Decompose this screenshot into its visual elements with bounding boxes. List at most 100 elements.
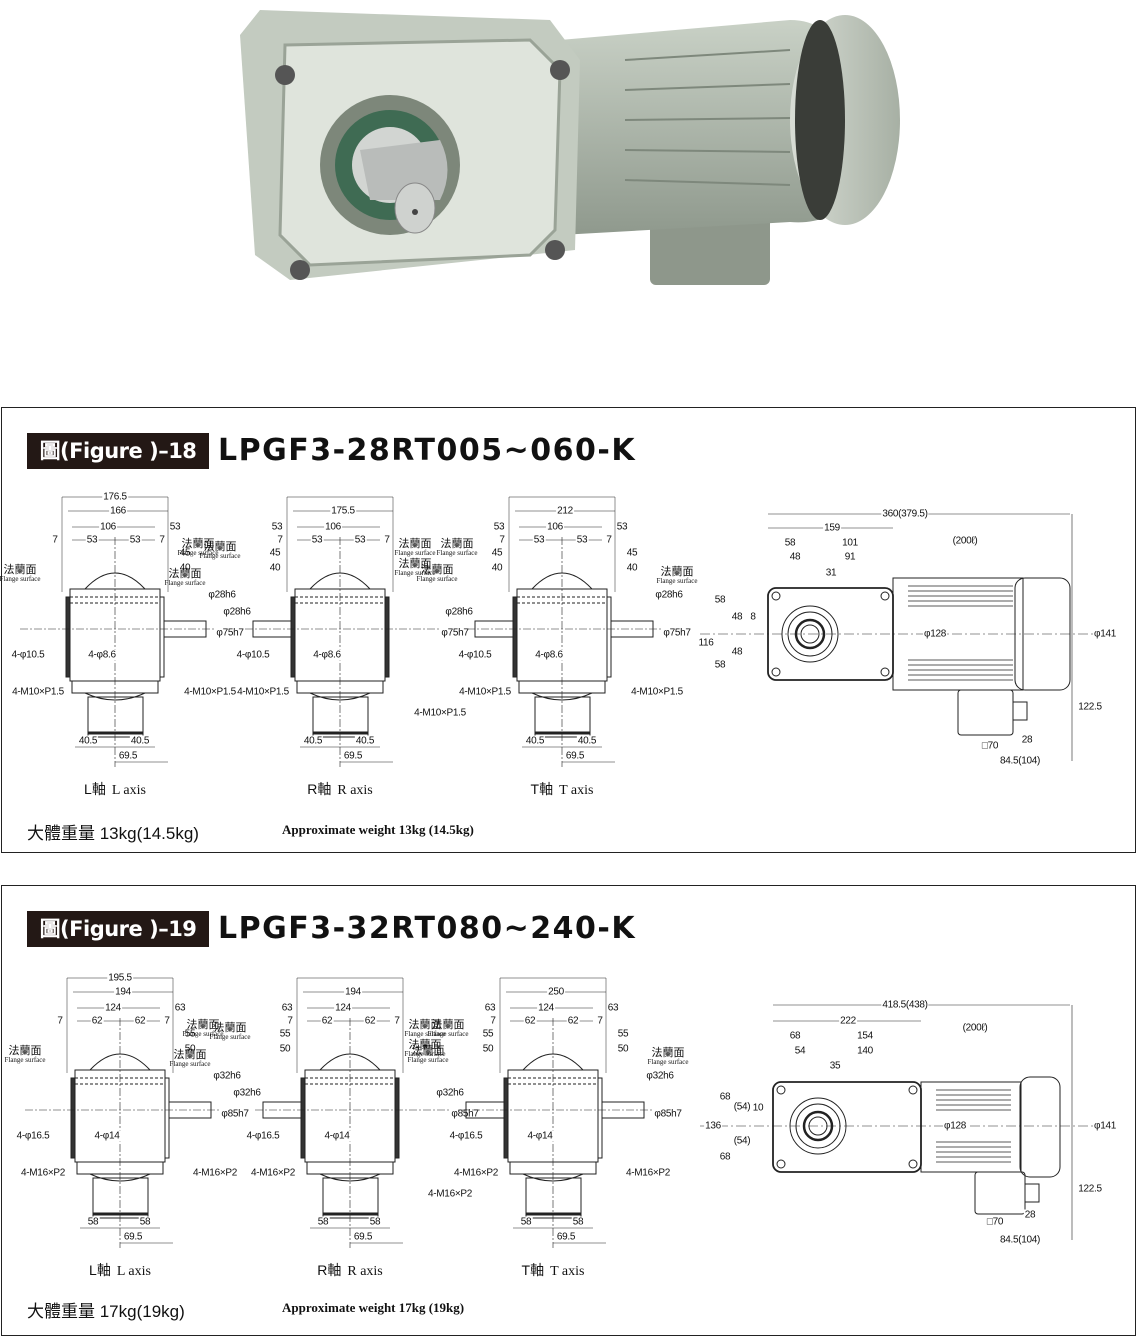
dimension-mid: 124: [104, 1002, 122, 1014]
front-dimension-cable: (200ℓ): [961, 1022, 989, 1034]
flange-label-zh: 法蘭面: [213, 1022, 247, 1034]
flange-label-zh: 法蘭面: [431, 1019, 465, 1031]
dimension-foot-l: 58: [86, 1216, 100, 1228]
dimension-top2: 166: [109, 505, 127, 517]
dimension-hole-outer: 4-φ16.5: [448, 1130, 484, 1142]
front-dimension-box-off: 84.5(104): [998, 1234, 1042, 1246]
axis-label-en: R axis: [337, 783, 373, 798]
dimension-flange-dia: φ75h7: [440, 627, 470, 639]
side-view-drawing: [255, 977, 450, 1248]
front-dimension-box-off: 84.5(104): [998, 755, 1042, 767]
dimension-side-r: 53: [615, 521, 629, 533]
dimension-half-l: 62: [523, 1015, 537, 1027]
product-photo: [240, 10, 900, 285]
dimension-foot-r: 58: [368, 1216, 382, 1228]
dimension-seven-l: 7: [51, 534, 59, 546]
dimension-mid: 106: [99, 521, 117, 533]
front-dimension-height: 136: [704, 1120, 722, 1132]
dimension-half-r: 62: [363, 1015, 377, 1027]
dimension-foot-r: 40.5: [129, 735, 151, 747]
front-dimension-b: 154: [856, 1030, 874, 1042]
dimension-foot-total: 69.5: [117, 750, 139, 762]
flange-label-en: Flange surface: [199, 552, 241, 560]
dimension-shaft-r: φ32h6: [212, 1070, 242, 1082]
flange-label-en: Flange surface: [4, 1056, 46, 1064]
side-view-drawing: [245, 496, 440, 767]
dimension-top1: 176.5: [102, 491, 128, 503]
flange-label-zh: 法蘭面: [440, 538, 474, 550]
flange-label-en: Flange surface: [407, 1056, 449, 1064]
flange-label-en: Flange surface: [169, 1060, 211, 1068]
front-dimension-box-w: 28: [1020, 734, 1034, 746]
flange-label-en: Flange surface: [177, 549, 219, 557]
front-dimension-len1: 222: [839, 1015, 857, 1027]
dimension-hole-inner: 4-φ14: [93, 1130, 121, 1142]
axis-label-en: R axis: [347, 1264, 383, 1279]
dimension-d45-l: 45: [268, 547, 282, 559]
dimension-mid: 106: [324, 521, 342, 533]
axis-label-en: T axis: [559, 783, 594, 798]
dimension-seven-l: 7: [498, 534, 506, 546]
dimension-half-l: 53: [85, 534, 99, 546]
front-dimension-shaft: 35: [828, 1060, 842, 1072]
dimension-tap-left: 4-M16×P2: [452, 1167, 500, 1179]
flange-label-zh: 法蘭面: [173, 1049, 207, 1061]
dimension-half-r: 53: [353, 534, 367, 546]
dimension-foot-total: 69.5: [122, 1231, 144, 1243]
figure-number-badge: 圖(Figure )–18: [27, 433, 209, 469]
weight-label-en: Approximate weight 13kg (14.5kg): [282, 822, 474, 837]
dimension-d40-l: 50: [481, 1043, 495, 1055]
front-dimension-a: 58: [783, 537, 797, 549]
dimension-shaft-l: φ28h6: [444, 606, 474, 618]
dimension-d40-r: 40: [625, 562, 639, 574]
axis-label-zh: L軸: [84, 781, 106, 797]
dimension-seven-r: 7: [158, 534, 166, 546]
dimension-hole-outer: 4-φ10.5: [235, 649, 271, 661]
dimension-d40-l: 50: [278, 1043, 292, 1055]
flange-label-zh: 法蘭面: [398, 558, 432, 570]
dimension-tap-left: 4-M16×P2: [249, 1167, 297, 1179]
front-dimension-cable: (200ℓ): [951, 535, 979, 547]
dimension-tap-left: 4-M10×P1.5: [458, 686, 512, 698]
dimension-flange-dia: φ85h7: [220, 1108, 250, 1120]
dimension-shaft-r: φ32h6: [645, 1070, 675, 1082]
dimension-half-l: 62: [320, 1015, 334, 1027]
side-view-drawing: [458, 977, 653, 1248]
dimension-top2: 194: [114, 986, 132, 998]
dimension-d40-l: 40: [268, 562, 282, 574]
axis-label-en: L axis: [111, 783, 146, 798]
axis-label-en: L axis: [116, 1264, 151, 1279]
dimension-tap-right: 4-M16×P2: [191, 1167, 239, 1179]
dimension-side-r: 63: [173, 1002, 187, 1014]
axis-label-zh: L軸: [89, 1262, 111, 1278]
dimension-d45-r: 45: [178, 547, 192, 559]
figure-number-badge: 圖(Figure )–19: [27, 911, 209, 947]
dimension-d40-r: 50: [183, 1043, 197, 1055]
dimension-tap-right: 4-M10×P1.5: [183, 686, 237, 698]
dimension-foot-l: 58: [316, 1216, 330, 1228]
dimension-foot-total: 69.5: [564, 750, 586, 762]
flange-label-en: Flange surface: [394, 549, 436, 557]
dimension-hole-inner: 4-φ14: [323, 1130, 351, 1142]
flange-label-en: Flange surface: [416, 575, 458, 583]
dimension-foot-r: 40.5: [576, 735, 598, 747]
dimension-hole-inner: 4-φ8.6: [534, 649, 564, 661]
dimension-side-r: 53: [168, 521, 182, 533]
axis-label: L軸 L axis: [84, 779, 146, 799]
dimension-foot-l: 58: [519, 1216, 533, 1228]
